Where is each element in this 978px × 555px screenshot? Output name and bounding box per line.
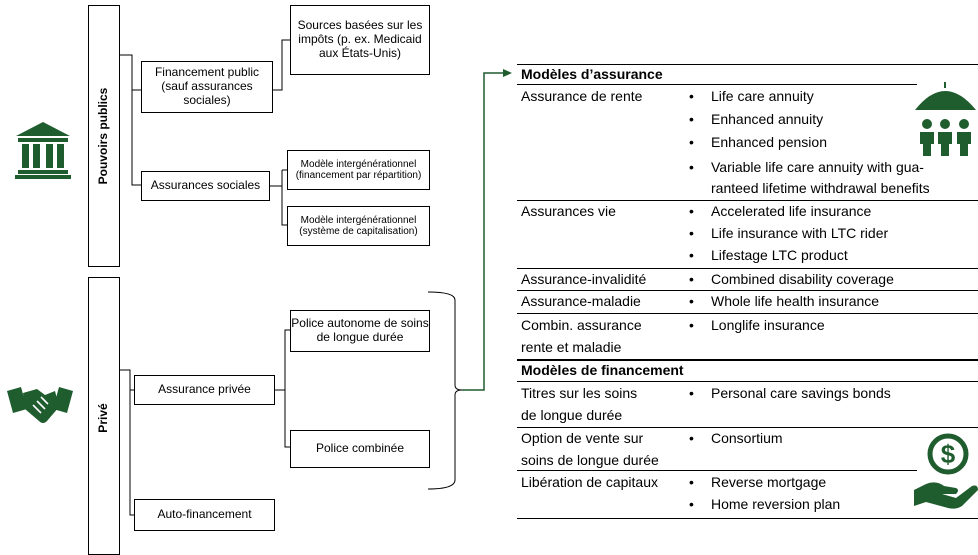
list-item: Reverse mortgage <box>689 472 826 492</box>
list-item: Home reversion plan <box>689 494 840 514</box>
handshake-icon <box>7 387 73 423</box>
category-disability: Assurance-invalidité <box>521 271 647 287</box>
private-insurance-box: Assurance privée <box>134 375 275 405</box>
insurance-header-rule <box>517 84 917 85</box>
list-item: Variable life care annuity with gua- <box>689 157 924 177</box>
list-item: Life care annuity <box>689 86 814 106</box>
row-divider <box>517 470 917 471</box>
category-combined: Combin. assurance <box>521 317 642 333</box>
list-item: Life insurance with LTC rider <box>689 223 888 243</box>
list-item: Accelerated life insurance <box>689 201 871 221</box>
list-item: Combined disability coverage <box>689 269 894 289</box>
umbrella-family-icon <box>915 82 976 156</box>
list-item: Consortium <box>689 428 782 448</box>
category-option: Option de vente sur <box>521 430 644 446</box>
row-divider <box>517 313 978 314</box>
category-bonds: Titres sur les soins <box>521 385 638 401</box>
private-sector-bar <box>88 277 120 555</box>
tax-sources-box: Sources basées sur les impôts (p. ex. Me… <box>290 5 430 75</box>
self-financing-text: Auto-financement <box>157 507 252 522</box>
financing-models-header: Modèles de financement <box>521 362 684 378</box>
insurance-models-header: Modèles d’assurance <box>521 66 663 82</box>
list-item: Longlife insurance <box>689 315 825 335</box>
list-item: Enhanced pension <box>689 132 827 152</box>
category-combined-line2: rente et maladie <box>521 339 622 355</box>
self-financing-box: Auto-financement <box>134 499 275 531</box>
tax-sources-text: Sources basées sur les impôts (p. ex. Me… <box>297 18 423 60</box>
table-top-rule <box>517 64 978 65</box>
standalone-policy-box: Police autonome de soins de longue durée <box>290 310 430 352</box>
intergen-paygo-text: Modèle intergénérationnel (financement p… <box>295 159 422 181</box>
category-bonds-line2: de longue durée <box>521 407 623 423</box>
category-health: Assurance-maladie <box>521 293 641 309</box>
intergen-paygo-box: Modèle intergénérationnel (financement p… <box>287 150 430 190</box>
intergen-funded-text: Modèle intergénérationnel (système de ca… <box>299 215 418 237</box>
social-insurance-box: Assurances sociales <box>141 171 270 201</box>
standalone-policy-text: Police autonome de soins de longue durée <box>291 316 429 344</box>
public-sector-bar <box>88 5 120 267</box>
money-hand-icon: $ <box>914 433 978 509</box>
list-item: Enhanced annuity <box>689 109 823 129</box>
category-annuity: Assurance de rente <box>521 88 643 104</box>
private-sector-label: Privé <box>96 403 110 433</box>
table-bottom-rule <box>517 518 978 519</box>
intergen-funded-box: Modèle intergénérationnel (système de ca… <box>287 206 430 246</box>
list-item: Whole life health insurance <box>689 291 879 311</box>
public-sector-label: Pouvoirs publics <box>96 87 110 185</box>
financing-header-rule <box>517 381 978 382</box>
list-item: Personal care savings bonds <box>689 383 891 403</box>
svg-text:$: $ <box>941 439 956 469</box>
section-divider <box>517 359 978 361</box>
public-funding-text: Financement public (sauf assurances soci… <box>154 65 260 107</box>
list-item: Lifestage LTC product <box>689 245 848 265</box>
category-option-line2: soins de longue durée <box>521 452 659 468</box>
public-funding-box: Financement public (sauf assurances soci… <box>141 61 273 113</box>
combined-policy-box: Police combinée <box>290 430 430 468</box>
social-insurance-text: Assurances sociales <box>150 178 261 193</box>
category-life: Assurances vie <box>521 203 616 219</box>
category-equity-release: Libération de capitaux <box>521 474 658 490</box>
private-insurance-text: Assurance privée <box>158 382 251 397</box>
combined-policy-text: Police combinée <box>315 441 405 456</box>
government-building-icon <box>15 122 71 179</box>
list-item-continuation: ranteed lifetime withdrawal benefits <box>711 180 930 196</box>
